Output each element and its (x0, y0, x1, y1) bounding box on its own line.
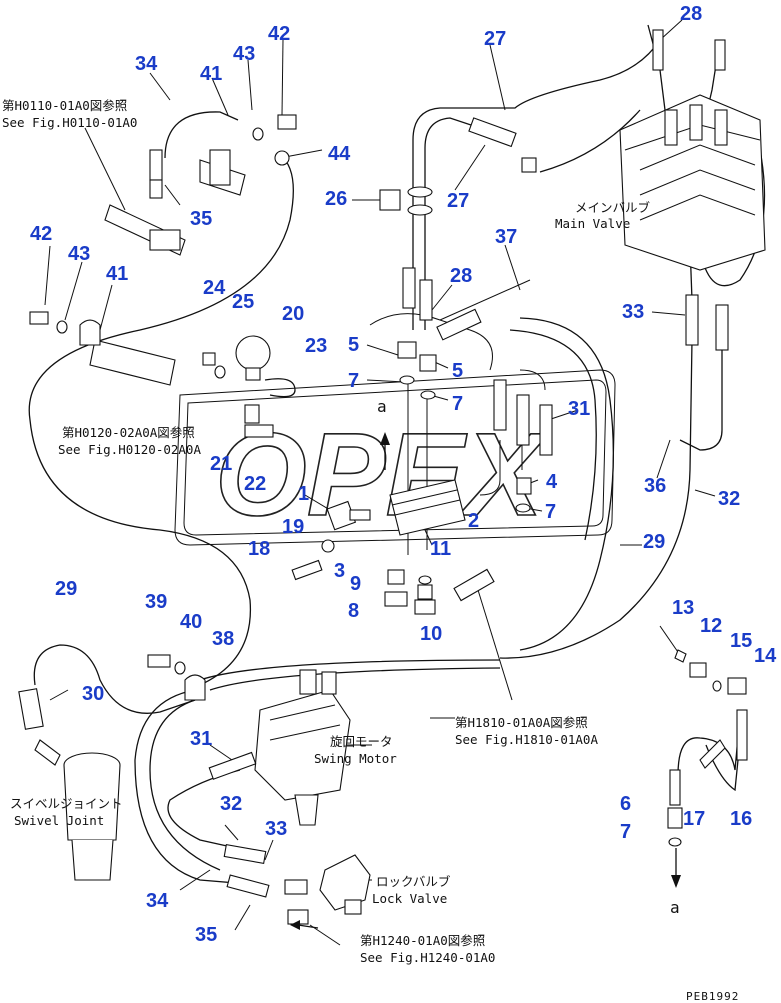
callout-12: 12 (700, 615, 722, 637)
callout-37: 37 (495, 226, 517, 248)
components (18, 29, 766, 930)
callout-33: 33 (622, 301, 644, 323)
arrow-label-a: a (670, 898, 680, 917)
callout-10: 10 (420, 623, 442, 645)
callout-5: 5 (348, 334, 359, 356)
callout-30: 30 (82, 683, 104, 705)
callout-22: 22 (244, 473, 266, 495)
callout-31: 31 (190, 728, 212, 750)
callout-40: 40 (180, 611, 202, 633)
callout-28: 28 (680, 3, 702, 25)
callout-29: 29 (55, 578, 77, 600)
callout-32: 32 (220, 793, 242, 815)
callout-13: 13 (672, 597, 694, 619)
swing-motor-label-jp: 旋回モータ (330, 734, 393, 749)
callout-9: 9 (350, 573, 361, 595)
callout-5: 5 (452, 360, 463, 382)
callout-25: 25 (232, 291, 254, 313)
ref-h1810-jp: 第H1810-01A0A図参照 (455, 715, 588, 730)
callout-35: 35 (190, 208, 212, 230)
callout-44: 44 (328, 143, 351, 165)
callout-18: 18 (248, 538, 270, 560)
callout-20: 20 (282, 303, 304, 325)
main-valve-label-en: Main Valve (555, 216, 630, 231)
ref-h0110-en: See Fig.H0110-01A0 (2, 115, 137, 130)
swivel-joint (34, 739, 121, 881)
callout-43: 43 (68, 243, 90, 265)
callout-31: 31 (568, 398, 590, 420)
callout-7: 7 (545, 501, 556, 523)
callout-41: 41 (106, 263, 128, 285)
callout-41: 41 (200, 63, 222, 85)
callout-2: 2 (468, 510, 479, 532)
callout-36: 36 (644, 475, 666, 497)
callout-38: 38 (212, 628, 234, 650)
swing-motor (254, 669, 351, 826)
callout-28: 28 (450, 265, 472, 287)
ref-h1810-en: See Fig.H1810-01A0A (455, 732, 598, 747)
callout-15: 15 (730, 630, 752, 652)
callout-1: 1 (298, 483, 309, 505)
callout-27: 27 (447, 190, 469, 212)
callout-11: 11 (430, 538, 451, 560)
callout-34: 34 (135, 53, 158, 75)
callout-21: 21 (210, 453, 232, 475)
ref-h0110-jp: 第H0110-01A0図参照 (2, 98, 127, 113)
callout-23: 23 (305, 335, 327, 357)
callout-19: 19 (282, 516, 304, 538)
callout-7: 7 (452, 393, 463, 415)
arrow-label-a: a (377, 397, 387, 416)
callout-4: 4 (546, 471, 558, 493)
callout-42: 42 (268, 23, 290, 45)
callout-29: 29 (643, 531, 665, 553)
callout-42: 42 (30, 223, 52, 245)
callout-26: 26 (325, 188, 347, 210)
callout-16: 16 (730, 808, 752, 830)
main-valve (619, 94, 766, 271)
callout-6: 6 (620, 793, 631, 815)
ref-h0120-en: See Fig.H0120-02A0A (58, 442, 201, 457)
callout-3: 3 (334, 560, 345, 582)
callout-7: 7 (620, 821, 631, 843)
callout-24: 24 (203, 277, 226, 299)
callout-27: 27 (484, 28, 506, 50)
callout-8: 8 (348, 600, 359, 622)
knob-ball (235, 335, 271, 371)
lock-valve (284, 854, 371, 925)
callout-33: 33 (265, 818, 287, 840)
callout-35: 35 (195, 924, 217, 946)
ref-h1240-jp: 第H1240-01A0図参照 (360, 933, 485, 948)
hose-lines (28, 24, 766, 886)
callout-43: 43 (233, 43, 255, 65)
pilot-valve-block (326, 479, 466, 600)
swivel-joint-label-en: Swivel Joint (14, 813, 104, 828)
callout-32: 32 (718, 488, 740, 510)
part-callouts: 1 2 3 4 5 5 6 7 7 7 7 8 9 10 11 12 13 14… (30, 3, 777, 946)
ref-h1240-en: See Fig.H1240-01A0 (360, 950, 495, 965)
component-labels: メインバルブ Main Valve 旋回モータ Swing Motor スイベル… (2, 98, 739, 1003)
lock-valve-label-jp: ロックバルブ (376, 874, 451, 889)
callout-34: 34 (146, 890, 169, 912)
callout-7: 7 (348, 370, 359, 392)
main-valve-label-jp: メインバルブ (575, 200, 651, 215)
ref-h0120-jp: 第H0120-02A0A図参照 (62, 425, 195, 440)
callout-39: 39 (145, 591, 167, 613)
callout-14: 14 (754, 645, 777, 667)
lock-valve-label-en: Lock Valve (372, 891, 447, 906)
drawing-code: PEB1992 (686, 990, 739, 1003)
callout-17: 17 (683, 808, 705, 830)
swivel-joint-label-jp: スイベルジョイント (10, 796, 123, 811)
swing-motor-label-en: Swing Motor (314, 751, 397, 766)
